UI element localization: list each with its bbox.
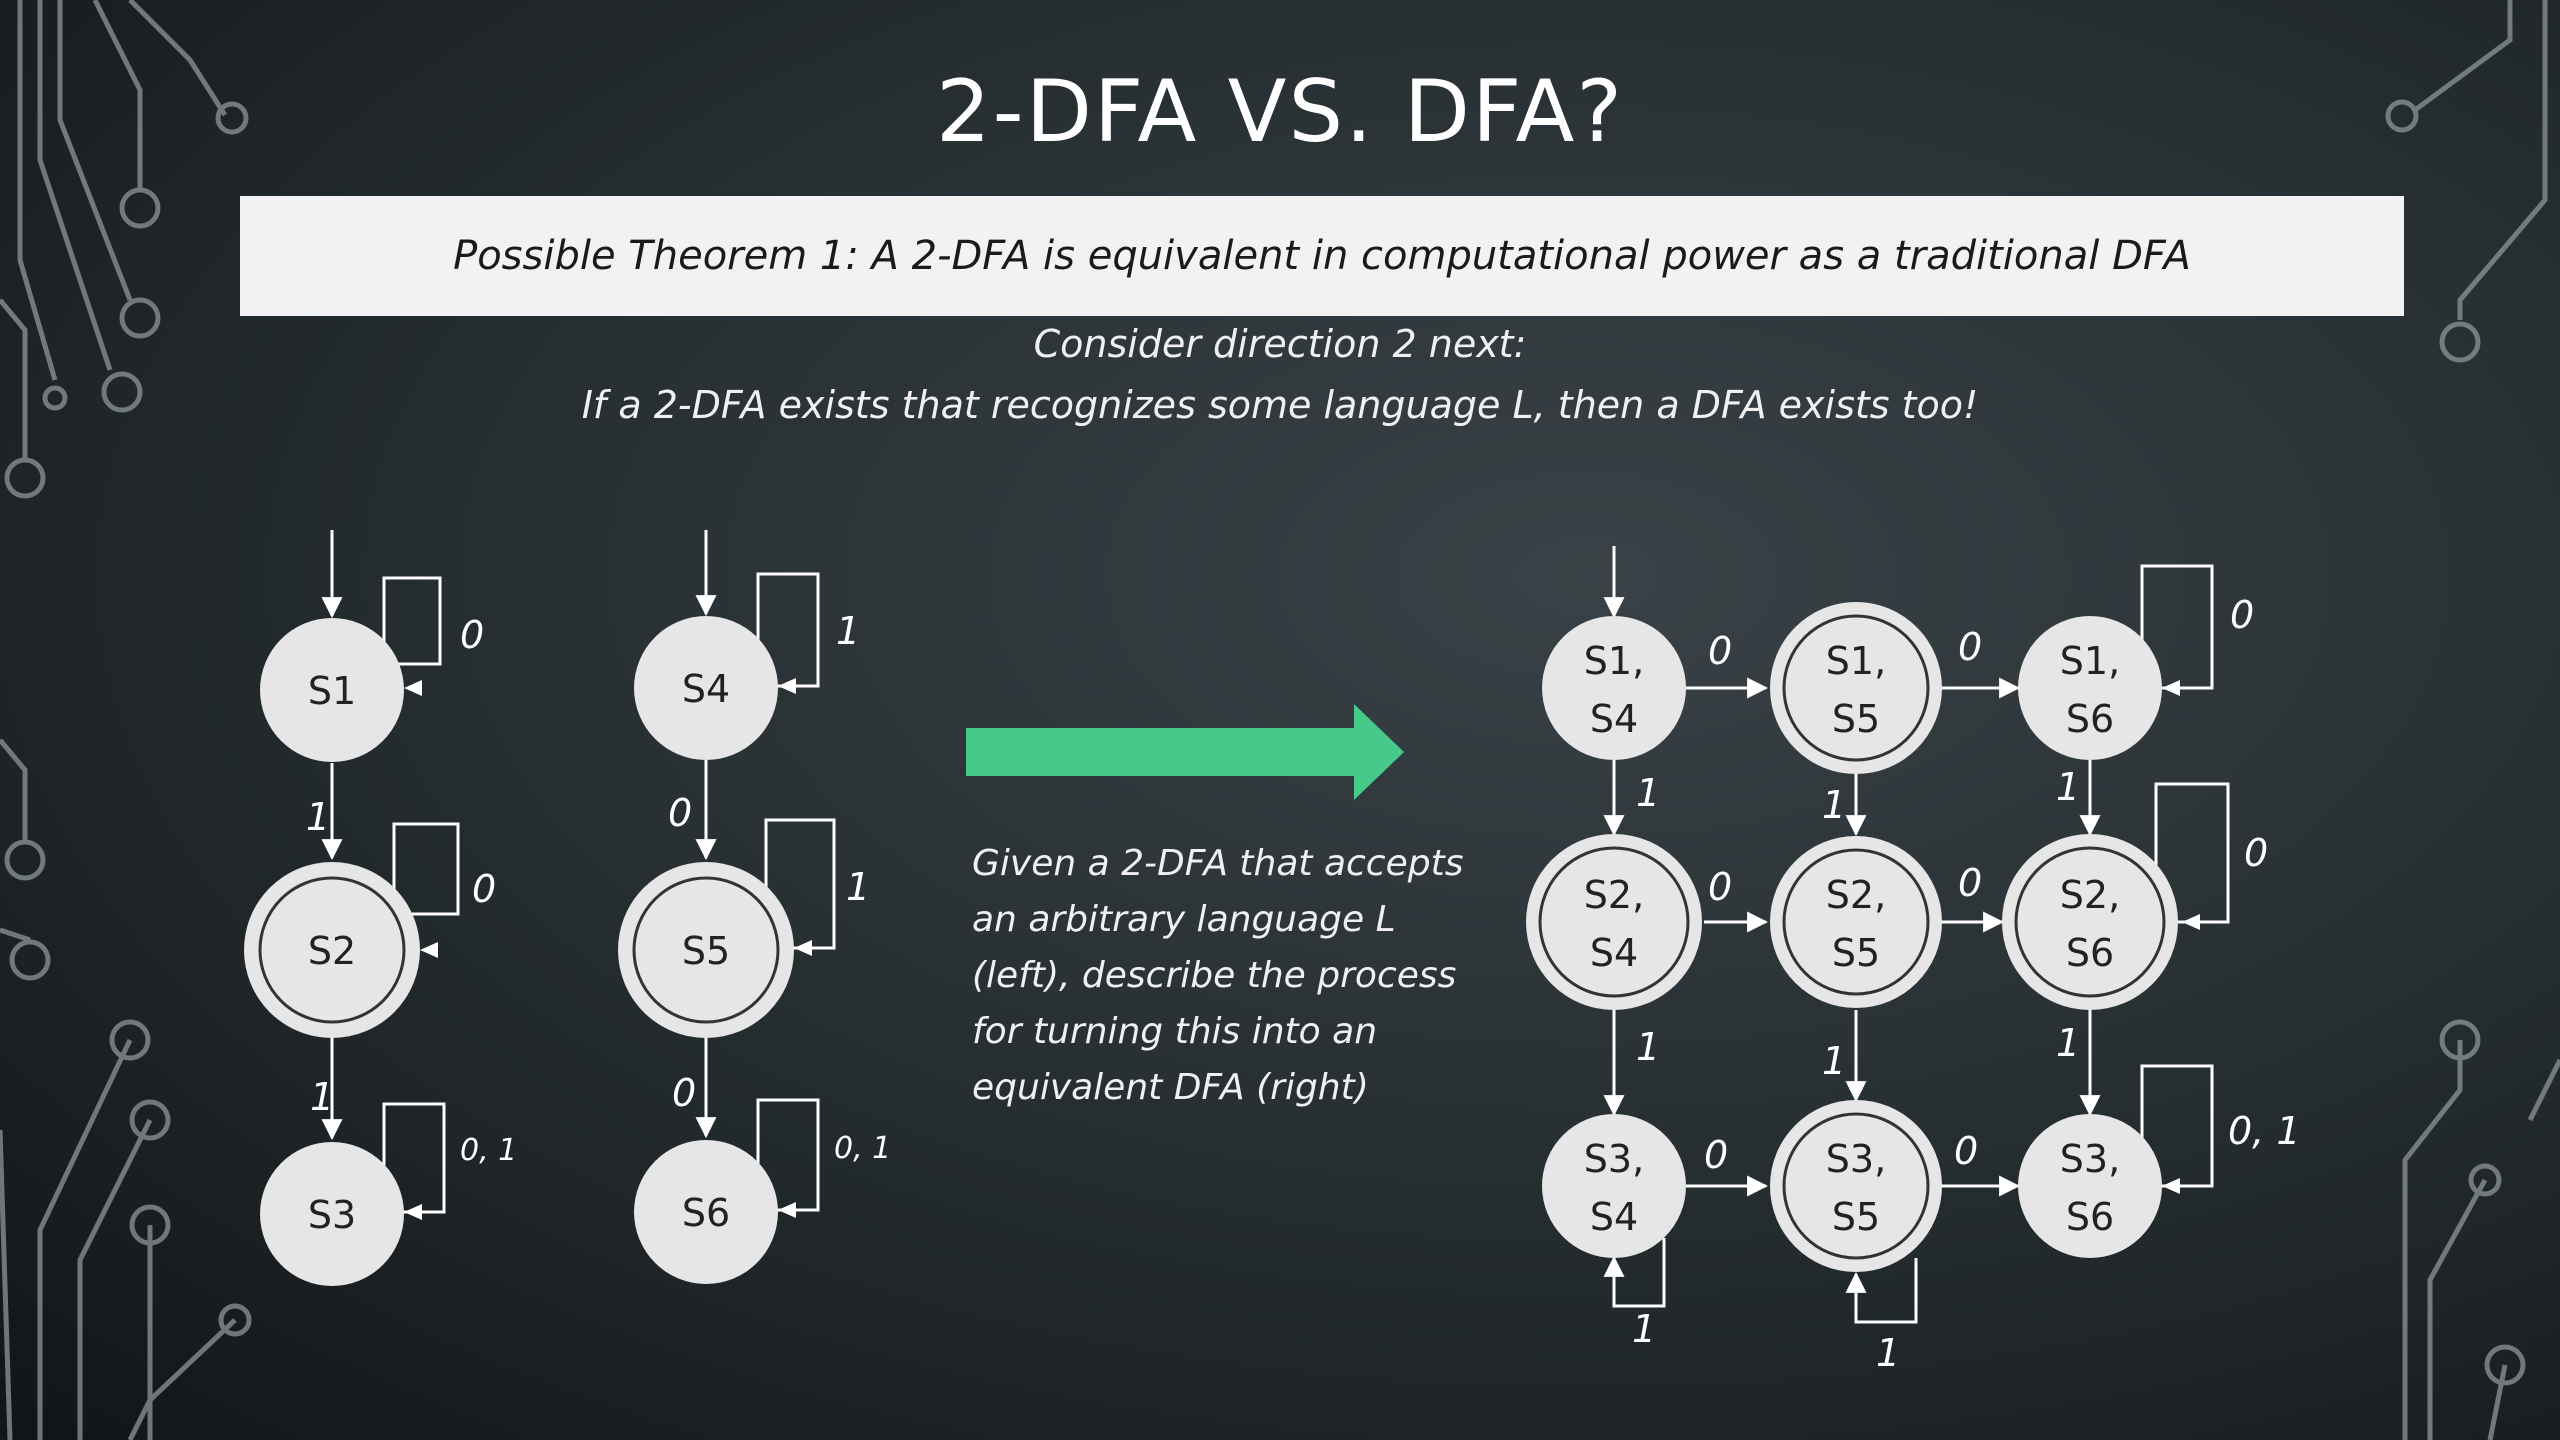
svg-text:S5: S5 xyxy=(1832,931,1880,975)
transform-arrow xyxy=(966,704,1404,800)
state-s3: S3 xyxy=(260,1142,404,1286)
state-s2-s4: S2, S4 xyxy=(1526,834,1702,1010)
label-s1s6-s2s6: 1 xyxy=(2056,765,2080,809)
state-s6: S6 xyxy=(634,1140,778,1284)
svg-text:S3: S3 xyxy=(308,1193,356,1237)
label-s1s5-s1s6: 0 xyxy=(1958,625,1982,669)
direction-heading: Consider direction 2 next: xyxy=(1033,322,1527,366)
theorem-banner: Possible Theorem 1: A 2-DFA is equivalen… xyxy=(240,196,2404,316)
label-s4-s5: 0 xyxy=(668,791,692,835)
state-s3-s5: S3, S5 xyxy=(1770,1100,1942,1272)
label-s1-s2: 1 xyxy=(306,795,330,839)
description-line: equivalent DFA (right) xyxy=(972,1067,1369,1108)
svg-text:S3,: S3, xyxy=(2060,1137,2120,1181)
edge-s2-s2 xyxy=(384,822,460,916)
state-s4: S4 xyxy=(634,616,778,760)
svg-text:S5: S5 xyxy=(1832,1195,1880,1239)
label-s2s6-s2s6: 0 xyxy=(2244,831,2268,875)
label-s2s5-s2s6: 0 xyxy=(1958,861,1982,905)
state-s1-s6: S1, S6 xyxy=(2018,616,2162,760)
label-s4-s4: 1 xyxy=(836,609,860,653)
process-description: Given a 2-DFA that accepts an arbitrary … xyxy=(972,836,1464,1116)
svg-text:S4: S4 xyxy=(682,667,730,711)
label-s3s4-s3s5: 0 xyxy=(1704,1133,1728,1177)
svg-text:S6: S6 xyxy=(2066,697,2114,741)
svg-text:S6: S6 xyxy=(682,1191,730,1235)
svg-text:S2,: S2, xyxy=(1584,873,1644,917)
theorem-text: Possible Theorem 1: A 2-DFA is equivalen… xyxy=(453,233,2191,279)
label-s3s5-s3s5: 1 xyxy=(1876,1331,1900,1375)
svg-text:S4: S4 xyxy=(1590,931,1638,975)
state-s2-s6: S2, S6 xyxy=(2002,834,2178,1010)
label-s2s5-s3s5: 1 xyxy=(1822,1039,1846,1083)
svg-text:S1,: S1, xyxy=(2060,639,2120,683)
svg-text:S5: S5 xyxy=(682,929,730,973)
label-s3s4-s3s4: 1 xyxy=(1632,1307,1656,1351)
svg-text:S6: S6 xyxy=(2066,1195,2114,1239)
label-s6-s6: 0, 1 xyxy=(834,1131,891,1166)
svg-text:S1,: S1, xyxy=(1584,639,1644,683)
svg-text:S4: S4 xyxy=(1590,697,1638,741)
state-s1-s5: S1, S5 xyxy=(1770,602,1942,774)
svg-text:S6: S6 xyxy=(2066,931,2114,975)
edge-s3s5-s3s5 xyxy=(1845,1258,1918,1324)
edge-s5-s5 xyxy=(764,818,836,950)
edge-s1s6-s1s6 xyxy=(2140,564,2214,690)
svg-text:S4: S4 xyxy=(1590,1195,1638,1239)
edge-s3s6-s3s6 xyxy=(2140,1064,2214,1188)
edge-s2s6-s2s6 xyxy=(2154,782,2230,924)
state-s2: S2 xyxy=(244,862,420,1038)
state-s1: S1 xyxy=(260,618,404,762)
state-s3-s4: S3, S4 xyxy=(1542,1114,1686,1258)
svg-text:S5: S5 xyxy=(1832,697,1880,741)
slide-title: 2-DFA VS. DFA? xyxy=(935,62,1625,162)
svg-text:S3,: S3, xyxy=(1826,1137,1886,1181)
state-s3-s6: S3, S6 xyxy=(2018,1114,2162,1258)
svg-text:S3,: S3, xyxy=(1584,1137,1644,1181)
label-s2s4-s2s5: 0 xyxy=(1708,865,1732,909)
label-s5-s6: 0 xyxy=(672,1071,696,1115)
svg-text:S2,: S2, xyxy=(2060,873,2120,917)
description-line: (left), describe the process xyxy=(972,955,1457,996)
description-line: an arbitrary language L xyxy=(972,899,1396,940)
label-s2-s2: 0 xyxy=(472,867,496,911)
description-line: Given a 2-DFA that accepts xyxy=(972,843,1464,884)
direction-statement: If a 2-DFA exists that recognizes some l… xyxy=(581,383,1979,427)
label-s3-s3: 0, 1 xyxy=(460,1133,517,1168)
label-s1s6-s1s6: 0 xyxy=(2230,593,2254,637)
state-s1-s4: S1, S4 xyxy=(1542,616,1686,760)
label-s3s6-s3s6: 0, 1 xyxy=(2228,1109,2301,1153)
svg-text:S1: S1 xyxy=(308,669,356,713)
state-s2-s5: S2, S5 xyxy=(1770,836,1942,1008)
label-s1-s1: 0 xyxy=(460,613,484,657)
description-line: for turning this into an xyxy=(972,1011,1378,1052)
label-s1s4-s2s4: 1 xyxy=(1636,771,1660,815)
label-s1s5-s2s5: 1 xyxy=(1822,783,1846,827)
label-s2-s3: 1 xyxy=(310,1075,334,1119)
label-s2s6-s3s6: 1 xyxy=(2056,1021,2080,1065)
label-s2s4-s3s4: 1 xyxy=(1636,1025,1660,1069)
svg-text:S1,: S1, xyxy=(1826,639,1886,683)
svg-text:S2,: S2, xyxy=(1826,873,1886,917)
edge-s1-s1 xyxy=(378,576,442,666)
label-s5-s5: 1 xyxy=(846,865,870,909)
edge-s3s4-s3s4 xyxy=(1603,1238,1666,1308)
svg-text:S2: S2 xyxy=(308,929,356,973)
label-s3s5-s3s6: 0 xyxy=(1954,1129,1978,1173)
label-s1s4-s1s5: 0 xyxy=(1708,629,1732,673)
state-s5: S5 xyxy=(618,862,794,1038)
